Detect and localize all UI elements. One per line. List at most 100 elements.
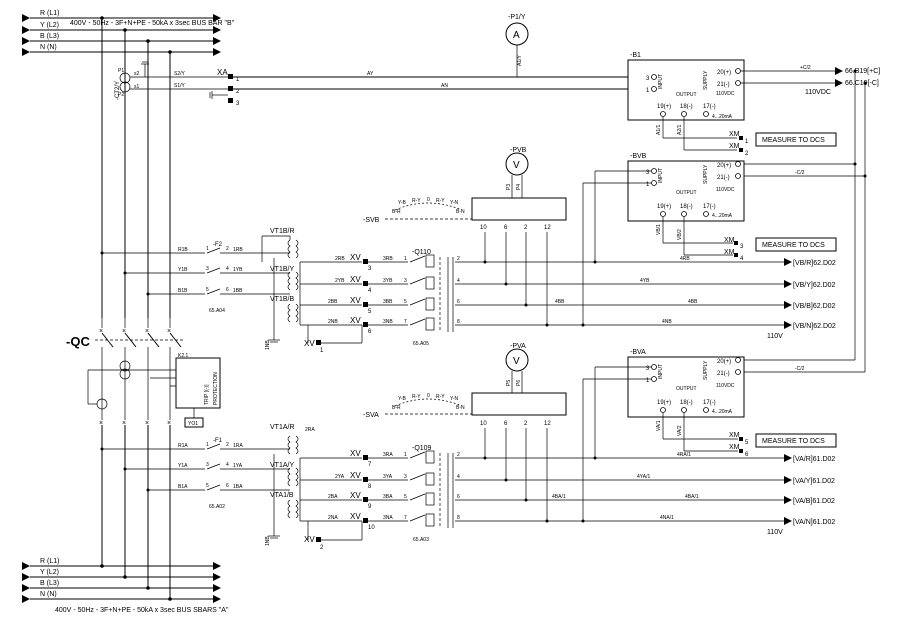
svg-text:P1: P1 <box>118 68 124 74</box>
svg-text:VB/2: VB/2 <box>677 229 683 240</box>
svg-text:3NB: 3NB <box>383 319 393 325</box>
svg-text:×: × <box>167 420 171 427</box>
svg-text:1: 1 <box>404 256 407 262</box>
dc-supply: 66.B19[+C] 66.C19[-C] +C/2 110VDC -C/2 -… <box>741 65 880 373</box>
svg-text:21(-): 21(-) <box>717 175 730 181</box>
voltmeter-pva: -PVA V P5 P6 1 3 <box>505 343 529 400</box>
dcs-output-1: XM XM 1 2 MEASURE TO DCS <box>729 131 837 157</box>
svg-text:2NA: 2NA <box>328 515 338 521</box>
ammeter: -P1/Y A A1/Y <box>505 14 529 77</box>
svg-text:3: 3 <box>368 266 372 272</box>
bus-bar-a: R (L1) Y (L2) B (L3) N (N) 400V - 50Hz -… <box>22 558 229 614</box>
svg-text:s2: s2 <box>134 71 140 77</box>
svg-text:4BB: 4BB <box>688 299 698 305</box>
svg-text:R-Y: R-Y <box>412 394 421 400</box>
svg-text:21(-): 21(-) <box>717 82 730 88</box>
svg-text:A1/Y: A1/Y <box>517 54 523 66</box>
current-transformer: -CT2/Y P1 P2 s2 s1 S2/Y S1/Y <box>115 61 228 100</box>
svg-text:AN: AN <box>441 83 448 89</box>
outputs-b: 4RB 4YB 4BB 4BB 4NB [VB/R]62.D02 [VB/Y]6… <box>455 256 836 340</box>
svg-text:3: 3 <box>646 76 650 82</box>
svg-text:SUPPLY: SUPPLY <box>703 360 709 380</box>
svg-text:1: 1 <box>206 442 209 448</box>
svg-text:-BVB: -BVB <box>630 153 647 160</box>
svg-text:B-R: B-R <box>392 209 401 215</box>
svg-text:×: × <box>99 328 103 335</box>
svg-text:3: 3 <box>206 266 209 272</box>
svg-text:10: 10 <box>480 421 487 427</box>
qc-tag: -QC <box>66 334 90 349</box>
transducer-bva: -BVA 3 1 INPUT SUPPLY OUTPUT 20(+) 21(-)… <box>581 349 745 523</box>
svg-text:20(+): 20(+) <box>717 163 731 169</box>
svg-text:3NA: 3NA <box>383 515 393 521</box>
svg-text:12: 12 <box>544 421 551 427</box>
svg-text:7: 7 <box>404 319 407 325</box>
svg-text:MEASURE TO DCS: MEASURE TO DCS <box>762 438 825 445</box>
svg-text:3YA: 3YA <box>383 474 393 480</box>
mcb-q110: -Q110 3RB 3YB 3BB 3NB 1 3 5 7 2 4 6 8 65… <box>368 249 460 347</box>
svg-text:B-N: B-N <box>456 209 465 215</box>
svg-text:6: 6 <box>226 287 229 293</box>
svg-text:VT1A/Y: VT1A/Y <box>270 462 294 469</box>
svg-text:VT1A/R: VT1A/R <box>270 424 295 431</box>
svg-text:-C/2: -C/2 <box>795 366 805 372</box>
voltmeter-a-symbol: V <box>513 356 520 367</box>
svg-text:×: × <box>122 328 126 335</box>
svg-text:1: 1 <box>745 139 749 145</box>
svg-text:R1B: R1B <box>178 247 188 253</box>
svg-text:5: 5 <box>745 440 749 446</box>
svg-text:6: 6 <box>226 483 229 489</box>
svg-text:3BA: 3BA <box>383 494 393 500</box>
svg-text:66.C19[-C]: 66.C19[-C] <box>845 80 879 87</box>
svg-text:3: 3 <box>236 101 240 107</box>
svg-text:1RA: 1RA <box>233 443 243 449</box>
svg-text:4...20mA: 4...20mA <box>712 114 733 120</box>
bus-a-phase-r: R (L1) <box>40 558 59 565</box>
bus-a-phase-y: Y (L2) <box>40 569 59 576</box>
svg-text:VTA1/B: VTA1/B <box>270 492 294 499</box>
svg-text:65.A05: 65.A05 <box>413 341 429 347</box>
output-vb-y: [VB/Y]62.D02 <box>793 282 836 289</box>
svg-text:4NA/1: 4NA/1 <box>660 515 674 521</box>
svg-text:Y1B: Y1B <box>178 267 188 273</box>
svg-text:7: 7 <box>404 515 407 521</box>
svg-text:XV: XV <box>350 296 361 305</box>
bus-a-phase-b: B (L3) <box>40 580 59 587</box>
svg-text:R-Y: R-Y <box>436 198 445 204</box>
svg-text:1YA: 1YA <box>233 463 243 469</box>
dcs-output-2: XM XM 3 4 MEASURE TO DCS <box>724 237 837 262</box>
svg-text:4...20mA: 4...20mA <box>712 409 733 415</box>
svg-text:XV: XV <box>350 253 361 262</box>
svg-text:9: 9 <box>368 504 372 510</box>
svg-text:3: 3 <box>646 366 650 372</box>
svg-text:110V: 110V <box>767 529 783 536</box>
svg-text:17(-): 17(-) <box>703 104 716 110</box>
svg-text:1BA: 1BA <box>233 484 243 490</box>
terminal-xa: XA 1 2 3 AY AN <box>209 68 630 107</box>
bus-b-title: 400V - 50Hz - 3F+N+PE - 50kA x 3sec BUS … <box>70 20 235 27</box>
svg-text:110VDC: 110VDC <box>716 187 735 193</box>
svg-text:17(-): 17(-) <box>703 400 716 406</box>
svg-text:-F2: -F2 <box>213 242 223 248</box>
svg-text:B-R: B-R <box>392 405 401 411</box>
svg-text:VT1B/B: VT1B/B <box>270 296 294 303</box>
voltmeter-b-symbol: V <box>513 160 520 171</box>
svg-text:2: 2 <box>226 246 229 252</box>
svg-text:A2/1: A2/1 <box>677 124 683 135</box>
svg-text:K2.1: K2.1 <box>178 353 189 359</box>
voltmeter-pvb: -PVB V P3 P4 1 3 <box>505 147 529 205</box>
svg-text:-BVA: -BVA <box>630 349 646 356</box>
voltage-transformers-a: VT1A/R VT1A/Y VTA1/B 2RA 1NB 2YA 2BA 2NA <box>262 424 362 546</box>
svg-text:1NB: 1NB <box>265 536 271 546</box>
fuse-f1: R1A Y1A B1A 1 3 5 -F1 2 4 6 1RA 1YA 1BA … <box>100 438 262 510</box>
selector-switch-sva: -SVA Y-B R-Y 0 R-Y Y-N B-R B-N 10 6 2 12 <box>363 392 567 523</box>
svg-text:1: 1 <box>646 378 650 384</box>
output-va-y: [VA/Y]61.D02 <box>793 478 835 485</box>
svg-text:INPUT: INPUT <box>658 364 664 379</box>
svg-text:-SVA: -SVA <box>363 412 379 419</box>
svg-text:P4: P4 <box>516 184 522 190</box>
measure-to-dcs-label: MEASURE TO DCS <box>762 137 825 144</box>
mcb-q109: -Q109 3RA 3YA 3BA 3NA 1 3 5 7 2 4 6 8 65… <box>368 445 460 543</box>
svg-text:3YB: 3YB <box>383 278 393 284</box>
